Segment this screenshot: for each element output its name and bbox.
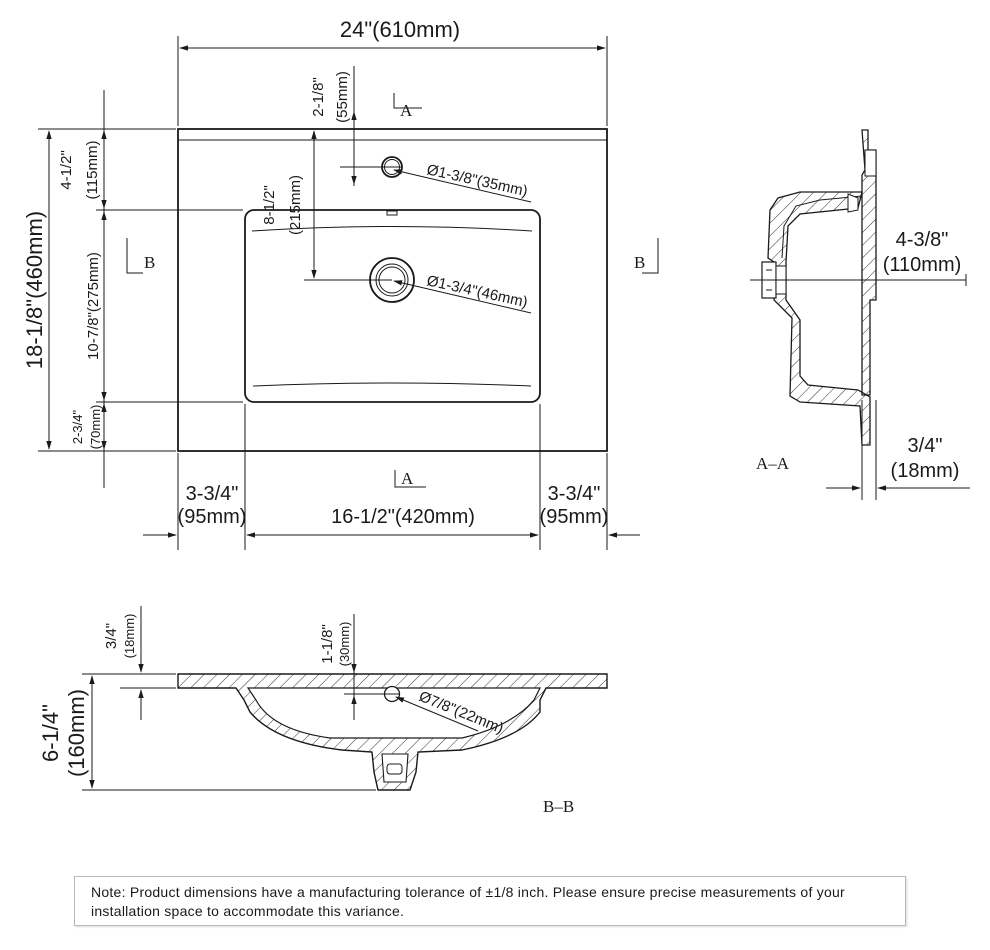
- bb-overflow-offset-mm-label: (30mm): [337, 622, 352, 667]
- aa-drain-height-mm-label: (110mm): [883, 254, 962, 276]
- countertop-outline: [177, 128, 608, 452]
- overall-width-label: 24"(610mm): [340, 17, 460, 42]
- section-aa-view: 4-3/8" (110mm) 3/4" (18mm) A–A: [750, 129, 970, 500]
- section-marker-b-left: B: [126, 238, 155, 274]
- faucet-hole-callout: Ø1-3/8"(35mm): [393, 161, 532, 203]
- tolerance-note: Note: Product dimensions have a manufact…: [74, 876, 906, 926]
- dim-overall-width: 24"(610mm): [177, 17, 608, 126]
- bb-total-height-label: 6-1/4": [38, 704, 63, 762]
- faucet-hole-label: Ø1-3/8"(35mm): [425, 161, 529, 200]
- section-bb-label: B–B: [543, 797, 574, 816]
- drain-offset-label: 8-1/2": [261, 185, 278, 225]
- section-marker-a-top: A: [393, 93, 422, 120]
- drain-offset-mm-label: (215mm): [287, 175, 304, 235]
- bowl-width-label: 16-1/2"(420mm): [331, 506, 475, 528]
- dim-overall-depth: 18-1/8"(460mm): [22, 128, 176, 452]
- svg-text:B: B: [144, 253, 155, 272]
- left-margin-mm-label: (95mm): [178, 506, 247, 528]
- back-to-bowl-label: 4-1/2": [58, 150, 75, 190]
- dim-drain-offset: 8-1/2" (215mm): [261, 130, 392, 281]
- drain-hole-label: Ø1-3/4"(46mm): [425, 272, 529, 311]
- overall-depth-label: 18-1/8"(460mm): [22, 211, 47, 369]
- bb-overflow-offset-label: 1-1/8": [319, 624, 336, 664]
- dim-bottom-chain: 3-3/4" (95mm) 16-1/2"(420mm) 3-3/4" (95m…: [143, 404, 640, 550]
- dim-left-chain: 4-1/2" (115mm) 10-7/8"(275mm) 2-3/4" (70…: [58, 90, 243, 488]
- right-margin-mm-label: (95mm): [540, 506, 609, 528]
- faucet-offset-mm-label: (55mm): [334, 71, 351, 123]
- section-aa-label: A–A: [756, 454, 790, 473]
- bb-rim-thickness-label: 3/4": [103, 623, 120, 649]
- aa-rim-thickness-label: 3/4": [908, 435, 943, 457]
- left-margin-label: 3-3/4": [186, 483, 239, 505]
- aa-drain-height-label: 4-3/8": [896, 229, 949, 251]
- svg-text:A: A: [400, 101, 413, 120]
- bowl-depth-label: 10-7/8"(275mm): [85, 252, 102, 360]
- aa-rim-thickness-mm-label: (18mm): [891, 460, 960, 482]
- faucet-offset-label: 2-1/8": [310, 77, 327, 117]
- svg-text:B: B: [634, 253, 645, 272]
- bb-rim-thickness-mm-label: (18mm): [122, 614, 137, 659]
- front-margin-mm-label: (70mm): [88, 405, 103, 450]
- section-bb-view: 3/4" (18mm) 1-1/8" (30mm) Ø7/8"(22mm) 6-…: [38, 606, 608, 816]
- dim-faucet-offset: 2-1/8" (55mm): [310, 66, 402, 186]
- svg-text:A: A: [401, 469, 414, 488]
- top-view: 24"(610mm) 18-1/8"(460mm) 4-1/2" (115mm)…: [22, 17, 659, 550]
- bb-total-height-mm-label: (160mm): [64, 689, 89, 777]
- right-margin-label: 3-3/4": [548, 483, 601, 505]
- back-to-bowl-mm-label: (115mm): [84, 141, 101, 200]
- basin-outline: [244, 209, 541, 403]
- front-margin-label: 2-3/4": [70, 409, 85, 444]
- section-marker-b-right: B: [634, 238, 659, 274]
- section-marker-a-bottom: A: [394, 469, 426, 488]
